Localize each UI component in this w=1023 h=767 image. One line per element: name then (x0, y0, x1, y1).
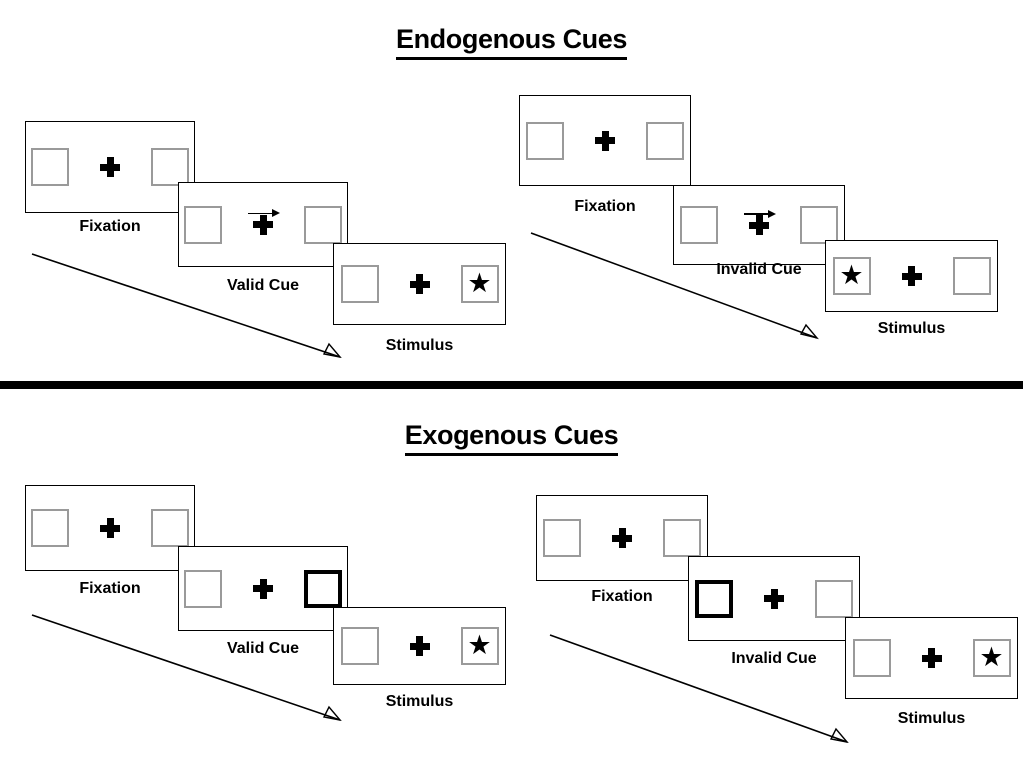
panel-exogenous-valid-cue (178, 546, 348, 631)
panel-endogenous-invalid-cue (673, 185, 845, 265)
left-box (184, 205, 222, 244)
fixation-cross-icon (921, 647, 943, 669)
right-box (815, 579, 853, 618)
panel-content: ★ (846, 618, 1017, 698)
section-title-exogenous-text: Exogenous Cues (404, 420, 619, 456)
right-box (663, 519, 701, 557)
section-title-endogenous-text: Endogenous Cues (395, 24, 627, 60)
spacer (431, 646, 461, 647)
left-box (31, 509, 69, 547)
fixation-cross-icon (611, 527, 633, 549)
panel-content (26, 486, 194, 570)
panel-endogenous-invalid-fixation (519, 95, 691, 186)
panel-label-endogenous-invalid-stimulus: Stimulus (877, 320, 946, 337)
right-box (646, 121, 684, 160)
panel-label-endogenous-valid-fixation: Fixation (79, 218, 141, 235)
right-box (800, 206, 838, 244)
section-exogenous-cues: Exogenous Cues Fixation Valid Cue (0, 390, 1023, 767)
fixation-cross-icon (252, 578, 274, 600)
cue-arrow-right-icon (744, 208, 778, 220)
panel-exogenous-invalid-cue (688, 556, 860, 641)
left-box: ★ (832, 257, 871, 295)
left-box (31, 148, 69, 186)
right-box: ★ (460, 265, 499, 303)
fixation-cross-icon (409, 273, 431, 295)
right-box (151, 509, 189, 547)
left-box (852, 639, 891, 677)
panel-content (689, 557, 859, 640)
panel-endogenous-valid-stimulus: ★ (333, 243, 506, 325)
panel-endogenous-valid-cue (178, 182, 348, 267)
arrow-shaft (248, 212, 274, 215)
panel-label-exogenous-invalid-cue: Invalid Cue (731, 650, 817, 667)
right-box (952, 257, 991, 295)
flow-arrow-endogenous-valid (31, 253, 342, 359)
fixation-cross-icon (248, 209, 280, 236)
left-box (543, 519, 581, 557)
panel-label-exogenous-valid-cue: Valid Cue (226, 640, 300, 657)
right-box-cued (304, 569, 342, 608)
panel-label-exogenous-valid-stimulus: Stimulus (385, 693, 454, 710)
panel-label-endogenous-valid-stimulus: Stimulus (385, 337, 454, 354)
panel-content: ★ (334, 608, 505, 684)
panel-label-exogenous-invalid-fixation: Fixation (591, 588, 653, 605)
flow-arrow-endogenous-invalid (530, 232, 819, 340)
cue-arrow-right-icon (248, 208, 282, 220)
section-title-endogenous: Endogenous Cues (0, 24, 1023, 60)
fixation-cross-icon (744, 209, 776, 236)
panel-exogenous-invalid-stimulus: ★ (845, 617, 1018, 699)
right-box: ★ (460, 627, 499, 665)
arrow-shaft (744, 213, 770, 215)
flow-arrow-exogenous-invalid (549, 634, 849, 744)
arrow-head (768, 209, 776, 218)
panel-endogenous-valid-fixation (25, 121, 195, 213)
panel-content (674, 186, 844, 264)
section-title-exogenous: Exogenous Cues (0, 420, 1023, 456)
left-box (340, 627, 379, 665)
section-endogenous-cues: Endogenous Cues Fixation Valid Cu (0, 24, 1023, 359)
right-box (304, 205, 342, 244)
panel-label-exogenous-invalid-stimulus: Stimulus (897, 710, 966, 727)
right-box (151, 148, 189, 186)
spacer (923, 276, 953, 277)
left-box (340, 265, 379, 303)
left-box (184, 569, 222, 608)
target-star-icon: ★ (467, 267, 492, 298)
target-star-icon: ★ (839, 259, 864, 290)
panel-content (520, 96, 690, 185)
fixation-cross-icon (99, 156, 121, 178)
arrow-head (272, 209, 280, 217)
fixation-cross-icon (763, 588, 785, 610)
panel-content: ★ (826, 241, 997, 311)
spacer (431, 284, 461, 285)
panel-content (179, 183, 347, 266)
left-box-cued (695, 579, 733, 618)
panel-label-endogenous-valid-cue: Valid Cue (226, 277, 300, 294)
panel-label-exogenous-valid-fixation: Fixation (79, 580, 141, 597)
spacer (943, 658, 973, 659)
fixation-cross-icon (409, 635, 431, 657)
right-box: ★ (972, 639, 1011, 677)
left-box (680, 206, 718, 244)
left-box (526, 121, 564, 160)
panel-label-endogenous-invalid-cue: Invalid Cue (716, 261, 802, 278)
panel-exogenous-invalid-fixation (536, 495, 708, 581)
panel-content (26, 122, 194, 212)
panel-endogenous-invalid-stimulus: ★ (825, 240, 998, 312)
panel-content (179, 547, 347, 630)
fixation-cross-icon (901, 265, 923, 287)
flow-arrow-exogenous-valid (31, 614, 342, 722)
panel-label-endogenous-invalid-fixation: Fixation (574, 198, 636, 215)
panel-exogenous-valid-fixation (25, 485, 195, 571)
panel-exogenous-valid-stimulus: ★ (333, 607, 506, 685)
fixation-cross-icon (99, 517, 121, 539)
target-star-icon: ★ (979, 641, 1004, 672)
panel-content (537, 496, 707, 580)
fixation-cross-icon (594, 130, 616, 152)
section-divider (0, 381, 1023, 389)
panel-content: ★ (334, 244, 505, 324)
target-star-icon: ★ (467, 629, 492, 660)
